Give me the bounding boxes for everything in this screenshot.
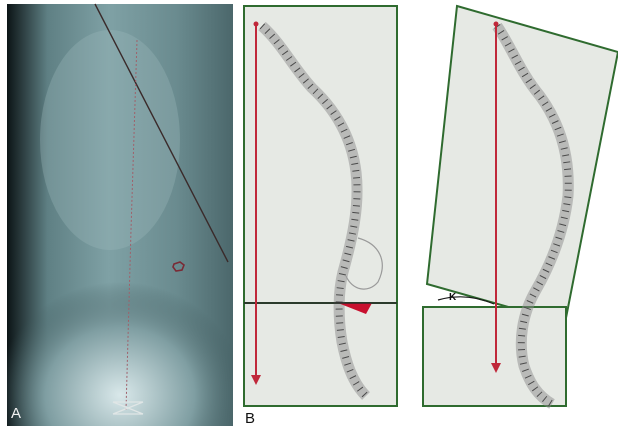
spine-panel-upper [244,6,397,303]
angle-label-k: K [449,292,456,303]
xray-soft-shadow [40,30,180,250]
plumb-origin-left [254,22,259,27]
xray-panel-a [7,4,233,426]
panel-label-a: A [11,405,21,422]
xray-bright-region [7,220,233,426]
spine-diagram-left [244,6,397,406]
spine-diagram-right [423,6,618,406]
spine-panel-rotated [427,6,618,323]
spine-panel-lower-right [423,307,566,406]
plumb-origin-right [494,22,499,27]
panel-label-b: B [245,410,255,427]
spine-panel-lower [244,303,397,406]
